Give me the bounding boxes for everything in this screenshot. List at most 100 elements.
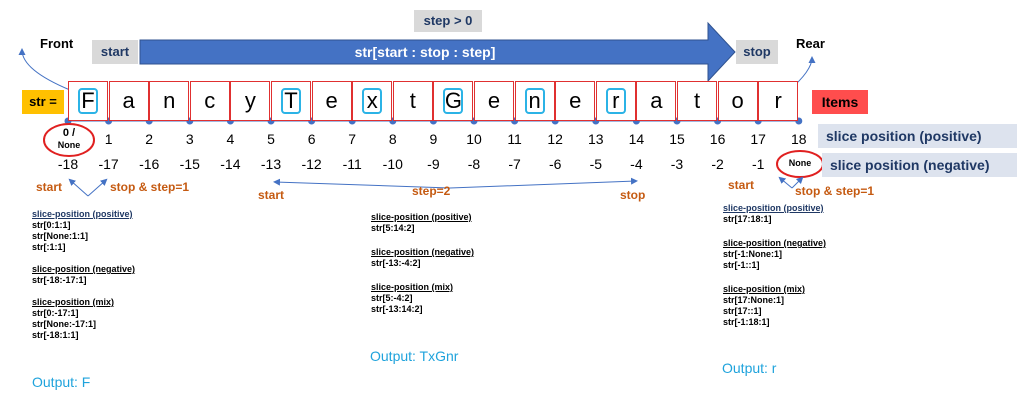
middle-line: str[-13:14:2] — [371, 304, 423, 314]
char-text: n — [528, 88, 541, 113]
char-cell: a — [636, 81, 677, 121]
char-highlight — [605, 88, 626, 114]
stop-label: stop — [736, 40, 778, 64]
left-heading-positive: slice-position (positive) — [32, 209, 133, 219]
char-cell: n — [149, 81, 190, 121]
right-output: Output: r — [722, 360, 777, 376]
middle-start-arrow — [273, 178, 451, 189]
positive-index: 6 — [307, 131, 316, 147]
char-text: e — [569, 88, 582, 113]
front-pointer-arrow — [18, 48, 71, 91]
negative-index: -18 — [57, 156, 79, 172]
zero-none-circle — [43, 123, 95, 157]
char-text: r — [774, 88, 782, 113]
char-cell: x — [352, 81, 393, 121]
positive-index: 18 — [791, 131, 807, 147]
right-stop-step-label: stop & step=1 — [795, 184, 875, 198]
right-start-arrow — [778, 176, 793, 189]
negative-index: -14 — [220, 156, 241, 172]
positive-index: 10 — [466, 131, 482, 147]
left-heading-negative: slice-position (negative) — [32, 264, 136, 274]
right-heading-negative: slice-position (negative) — [723, 238, 827, 248]
left-output: Output: F — [32, 374, 91, 390]
start-label: start — [92, 40, 138, 64]
char-text: F — [81, 88, 95, 113]
left-line: str[-18:1:1] — [32, 330, 79, 340]
char-cell: r — [758, 81, 799, 121]
left-heading-mix: slice-position (mix) — [32, 297, 115, 307]
char-cell: c — [189, 81, 230, 121]
slice-syntax-label: str[start : stop : step] — [354, 44, 496, 60]
negative-index: -5 — [589, 156, 603, 172]
positive-index: 11 — [507, 131, 522, 147]
char-highlight — [362, 88, 383, 114]
negative-index: -9 — [427, 156, 440, 172]
positive-index: 8 — [388, 131, 397, 147]
char-text: x — [366, 88, 378, 113]
right-start-label: start — [728, 178, 755, 192]
char-text: e — [487, 88, 501, 113]
middle-line: str[5:14:2] — [371, 223, 415, 233]
char-text: n — [163, 88, 176, 113]
char-cell: t — [392, 81, 433, 121]
middle-heading-negative: slice-position (negative) — [371, 247, 475, 257]
pos-none-label: None — [57, 140, 81, 150]
char-text: T — [284, 88, 298, 113]
right-line: str[-1:18:1] — [723, 317, 770, 327]
char-highlight — [281, 88, 301, 114]
front-label: Front — [40, 36, 74, 51]
right-line: str[17:18:1] — [723, 214, 772, 224]
middle-stop-label: stop — [620, 188, 646, 202]
char-cell: y — [230, 81, 271, 121]
left-stop-step-label: stop & step=1 — [110, 180, 190, 194]
positive-index: 15 — [669, 131, 685, 147]
middle-step-label: step=2 — [412, 184, 451, 198]
negative-index: -11 — [342, 156, 362, 172]
char-text: o — [731, 88, 744, 113]
char-text: t — [693, 88, 701, 113]
positive-position-label: slice position (positive) — [818, 124, 1017, 148]
char-text: G — [444, 88, 462, 113]
right-line: str[-1::1] — [723, 260, 760, 270]
char-cell: n — [514, 81, 555, 121]
pos-zero-none: 0 / None — [53, 127, 85, 151]
char-highlight — [524, 88, 545, 114]
char-cell: a — [108, 81, 149, 121]
positive-index: 14 — [628, 131, 645, 147]
negative-index: -6 — [548, 156, 562, 172]
char-cell: F — [68, 81, 108, 121]
left-example-notes: slice-position (positive) str[0:1:1] str… — [32, 209, 232, 341]
char-cell: r — [595, 81, 636, 121]
right-heading-mix: slice-position (mix) — [723, 284, 806, 294]
char-text: e — [325, 88, 338, 113]
positive-index: 4 — [226, 131, 235, 147]
positive-index: 13 — [588, 131, 604, 147]
slice-direction-arrow — [139, 21, 736, 83]
char-text: c — [204, 88, 216, 113]
step-positive-label: step > 0 — [414, 10, 482, 32]
negative-index: -13 — [260, 156, 282, 172]
middle-example-notes: slice-position (positive) str[5:14:2] sl… — [371, 212, 571, 315]
middle-line: str[5:-4:2] — [371, 293, 413, 303]
negative-index: -2 — [711, 156, 724, 172]
char-text: y — [244, 88, 256, 113]
char-cell: G — [433, 81, 474, 121]
negative-index: -8 — [467, 156, 481, 172]
left-line: str[:1:1] — [32, 242, 66, 252]
rear-label: Rear — [796, 36, 825, 51]
positive-index: 17 — [750, 131, 766, 147]
middle-start-label: start — [258, 188, 285, 202]
right-stop-arrow — [791, 176, 804, 189]
left-line: str[0:1:1] — [32, 220, 71, 230]
positive-index: 2 — [145, 131, 154, 147]
positive-index: 7 — [348, 131, 357, 147]
char-cell: e — [311, 81, 352, 121]
positive-index: 9 — [429, 131, 438, 147]
char-highlight — [78, 88, 98, 114]
right-line: str[-1:None:1] — [723, 249, 783, 259]
str-equals-label: str = — [22, 90, 64, 114]
negative-index: -4 — [630, 156, 643, 172]
items-label: Items — [812, 90, 868, 114]
left-line: str[None:1:1] — [32, 231, 89, 241]
left-line: str[-18:-17:1] — [32, 275, 87, 285]
